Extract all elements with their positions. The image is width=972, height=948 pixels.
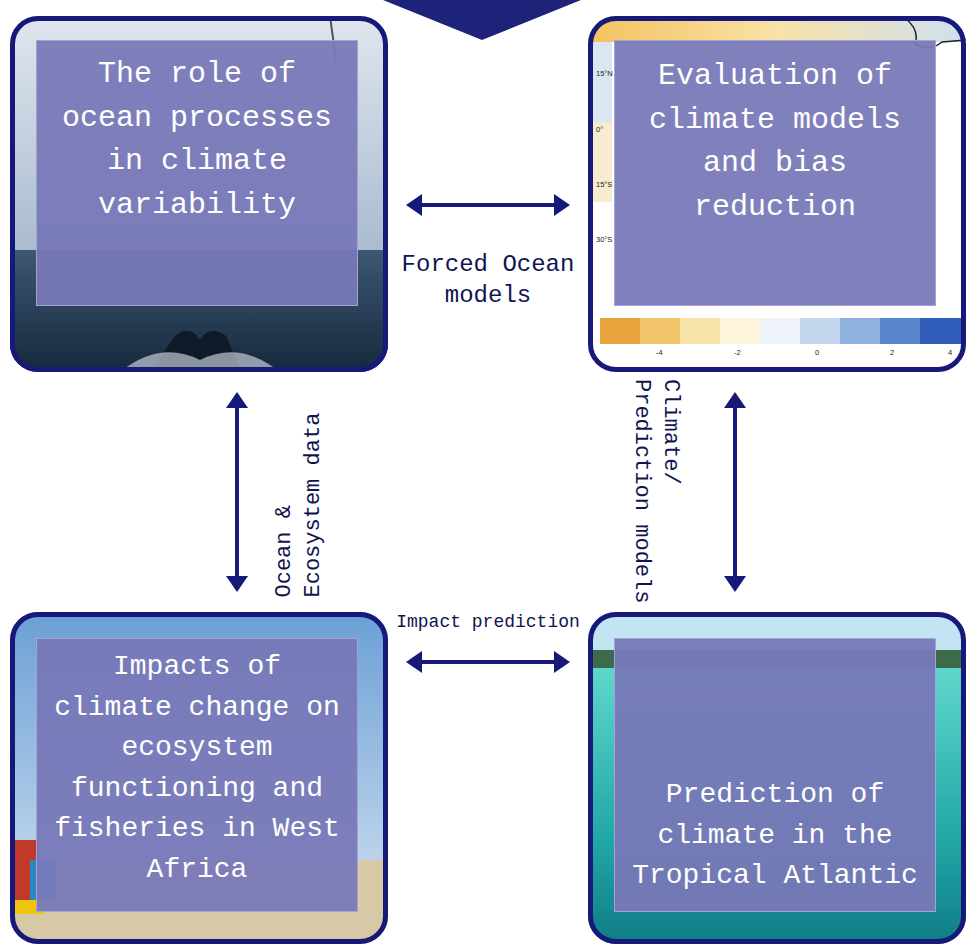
- axis-tick-label: 15°S: [596, 181, 612, 189]
- sky: [10, 16, 388, 372]
- double-arrow: [733, 398, 737, 586]
- axis-tick-label: 0: [815, 349, 819, 357]
- box-title: Evaluation of climate models and bias re…: [630, 55, 920, 229]
- connector-label: Forced Ocean models: [390, 249, 586, 311]
- colorbar-cell: [760, 318, 800, 344]
- flow-chevron: [383, 0, 581, 40]
- box-title: Impacts of climate change on ecosystem f…: [52, 647, 342, 891]
- double-arrow: [235, 398, 239, 586]
- double-arrow: [412, 203, 564, 207]
- colorbar-cell: [800, 318, 840, 344]
- text-panel: The role of ocean processes in climate v…: [36, 40, 358, 306]
- topic-box: Prediction of climate in the Tropical At…: [588, 612, 966, 944]
- colorbar-cell: [640, 318, 680, 344]
- colorbar-cell: [920, 318, 966, 344]
- ocean-photo: [10, 16, 388, 372]
- topic-box: Impacts of climate change on ecosystem f…: [10, 612, 388, 944]
- connector-label: Climate/ Prediction models: [626, 379, 683, 605]
- connector-label: Impact prediction: [390, 611, 586, 634]
- colorbar-cell: [720, 318, 760, 344]
- text-panel: Evaluation of climate models and bias re…: [614, 40, 936, 306]
- axis-tick-label: 2: [890, 349, 894, 357]
- colorbar-cell: [600, 318, 640, 344]
- colorbar-cell: [680, 318, 720, 344]
- colorbar-cell: [840, 318, 880, 344]
- box-title: The role of ocean processes in climate v…: [52, 53, 342, 227]
- lagoon-photo: [588, 612, 966, 944]
- axis-tick-label: -2: [734, 349, 741, 357]
- axis-tick-label: 30°S: [596, 236, 612, 244]
- box-title: Prediction of climate in the Tropical At…: [630, 775, 920, 897]
- colorbar-cell: [880, 318, 920, 344]
- axis-tick-label: 0°: [596, 126, 603, 134]
- axis-tick-label: 4: [948, 349, 952, 357]
- text-panel: Prediction of climate in the Tropical At…: [614, 638, 936, 912]
- text-panel: Impacts of climate change on ecosystem f…: [36, 638, 358, 912]
- connector-label: Ocean & Ecosystem data: [271, 383, 328, 598]
- map-ground: [588, 16, 966, 372]
- axis-tick-label: -4: [656, 349, 663, 357]
- beach-photo: [10, 612, 388, 944]
- topic-box: The role of ocean processes in climate v…: [10, 16, 388, 372]
- topic-box: Evaluation of climate models and bias re…: [588, 16, 966, 372]
- map-figure: [588, 16, 966, 372]
- axis-tick-label: 15°N: [596, 70, 613, 78]
- double-arrow: [412, 660, 564, 664]
- sky: [10, 612, 388, 944]
